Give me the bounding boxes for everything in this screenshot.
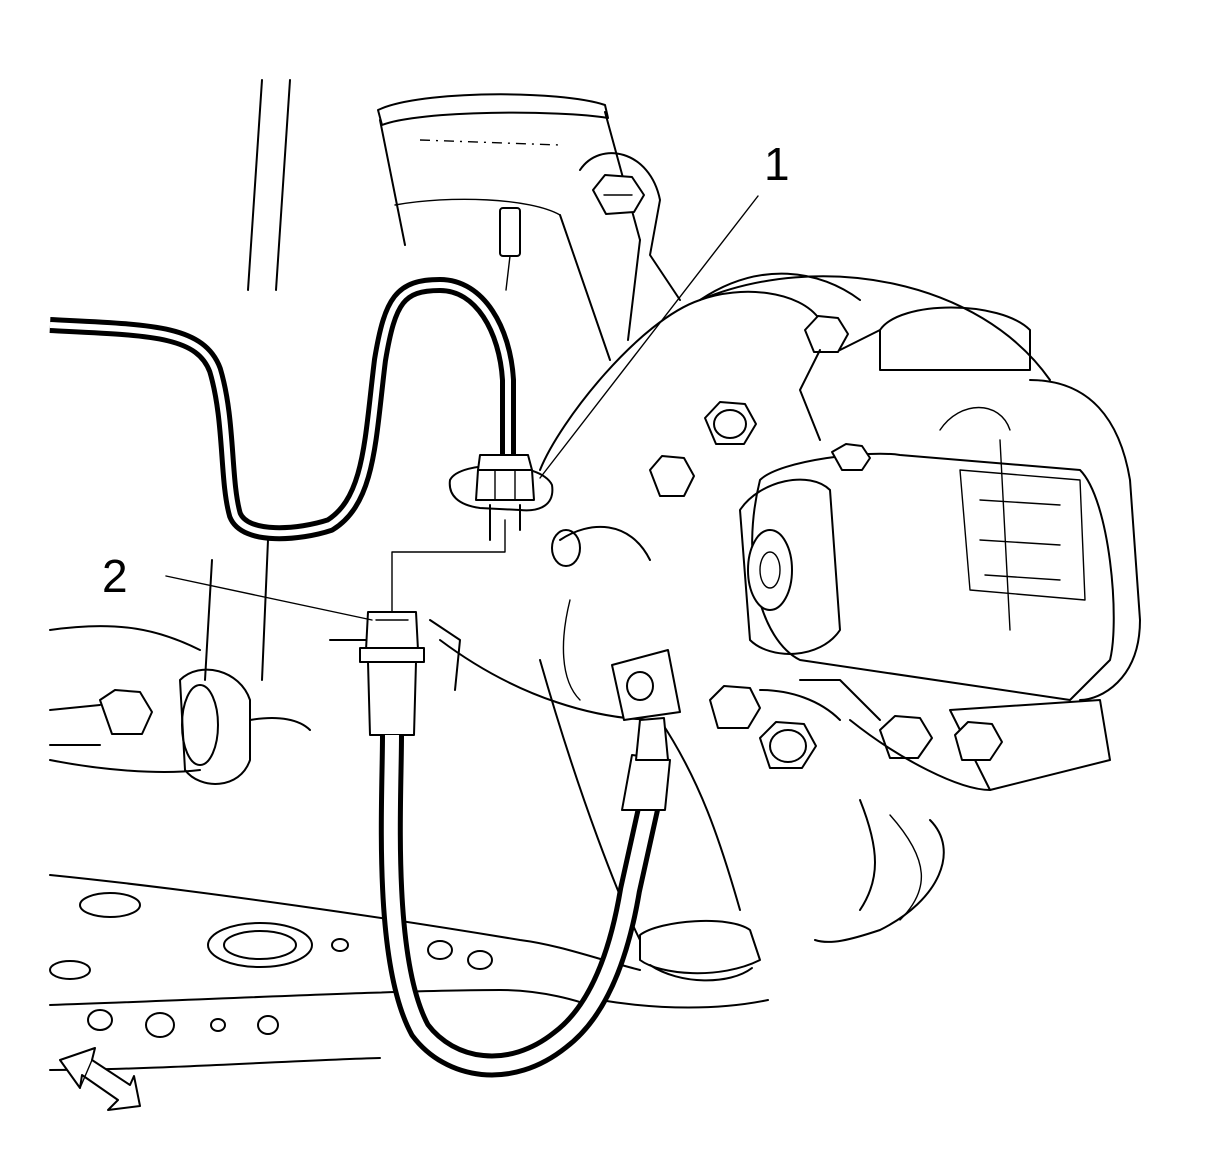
ball-joint-boot	[599, 920, 769, 1009]
wire-clip	[499, 207, 521, 291]
hose-connection-leader	[391, 519, 506, 613]
forward-direction-arrow-icon	[59, 1047, 141, 1111]
strut-assembly	[204, 79, 681, 681]
brake-hose	[359, 611, 681, 1078]
brake-pipe-fitting	[448, 454, 554, 541]
caliper-piston-housing	[739, 478, 841, 655]
brake-caliper	[751, 306, 1141, 791]
caliper-bolts	[649, 315, 1003, 791]
callout-2-label: 2	[102, 550, 128, 602]
caliper-mounting-bracket	[759, 329, 881, 721]
strut-bolt-upper	[592, 174, 645, 215]
brake-rotor	[699, 275, 1051, 943]
callout-leaders	[165, 195, 759, 621]
brake-pipe	[49, 277, 516, 542]
callout-1-label: 1	[764, 138, 790, 190]
stabilizer-link	[49, 619, 461, 785]
